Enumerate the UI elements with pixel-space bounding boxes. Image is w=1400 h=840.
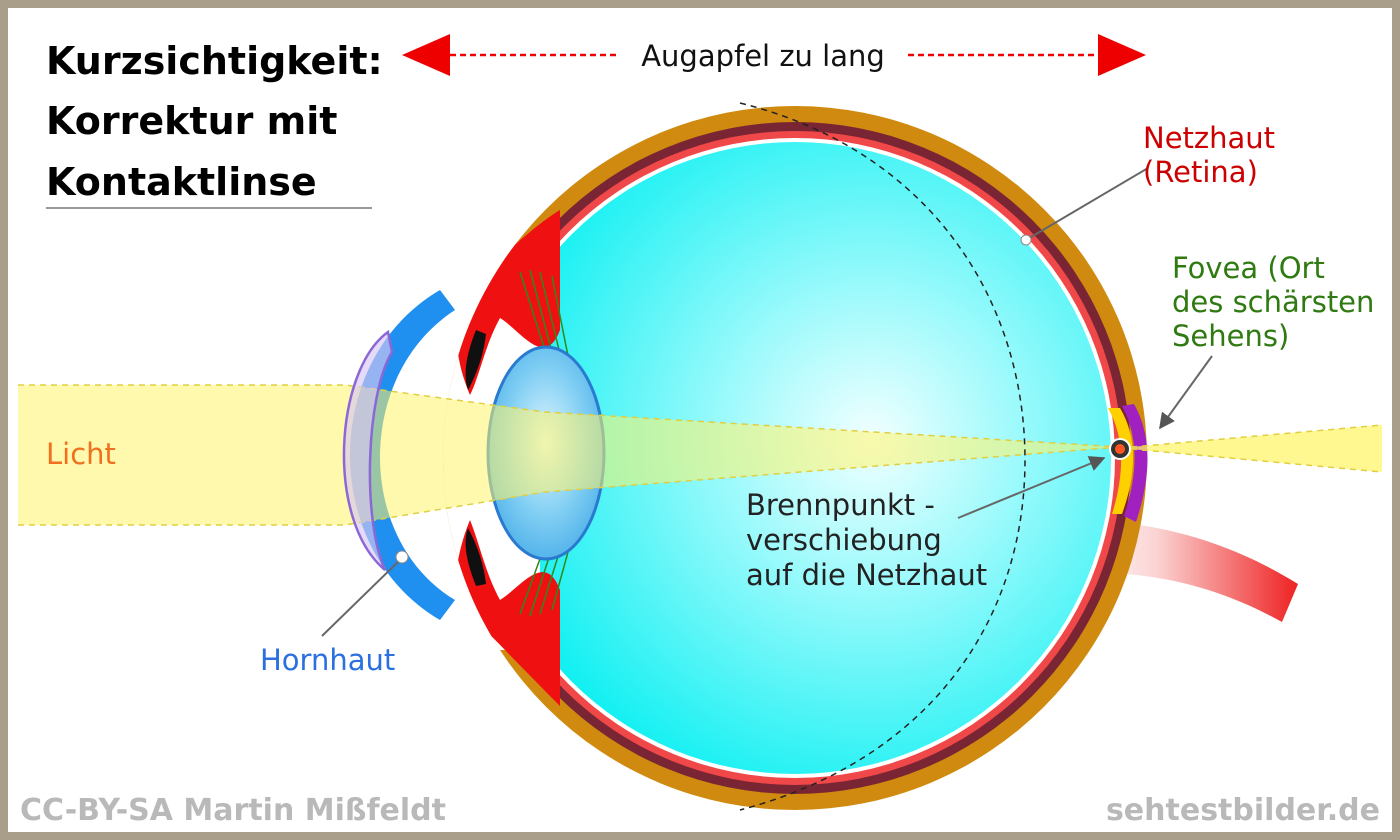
brennpunkt-label-2: verschiebung [746, 523, 942, 557]
fovea-label-3: Sehens) [1172, 319, 1289, 353]
retina-marker-dot [1020, 234, 1032, 246]
length-arrow-right-head [1098, 34, 1146, 76]
fovea-label-2: des schärsten [1172, 285, 1374, 319]
cornea-marker-dot [395, 550, 409, 564]
macula-band [1108, 408, 1134, 514]
credit-right: sehtestbilder.de [1106, 793, 1380, 828]
title-line-3: Kontaktlinse [46, 160, 317, 204]
page-title: Kurzsichtigkeit: Korrektur mit Kontaktli… [46, 39, 383, 209]
length-arrow-left-head [402, 34, 450, 76]
title-line-2: Korrektur mit [46, 99, 337, 143]
length-label: Augapfel zu lang [641, 39, 885, 73]
hornhaut-label: Hornhaut [260, 643, 395, 677]
brennpunkt-label-3: auf die Netzhaut [746, 558, 987, 592]
fovea-label-1: Fovea (Ort [1172, 251, 1325, 285]
credit-left: CC-BY-SA Martin Mißfeldt [20, 793, 446, 828]
title-line-1: Kurzsichtigkeit: [46, 39, 383, 83]
fovea-band [1122, 404, 1148, 522]
length-arrow: Augapfel zu lang [402, 34, 1146, 76]
contact-lens [342, 329, 394, 571]
light-beam [18, 384, 1383, 526]
pointer-lines [321, 167, 1213, 637]
normal-eye-outline [739, 102, 1026, 811]
licht-label: Licht [46, 437, 116, 471]
netzhaut-label-1: Netzhaut [1143, 121, 1275, 155]
netzhaut-label-2: (Retina) [1143, 155, 1258, 189]
brennpunkt-label-1: Brennpunkt - [746, 488, 935, 522]
